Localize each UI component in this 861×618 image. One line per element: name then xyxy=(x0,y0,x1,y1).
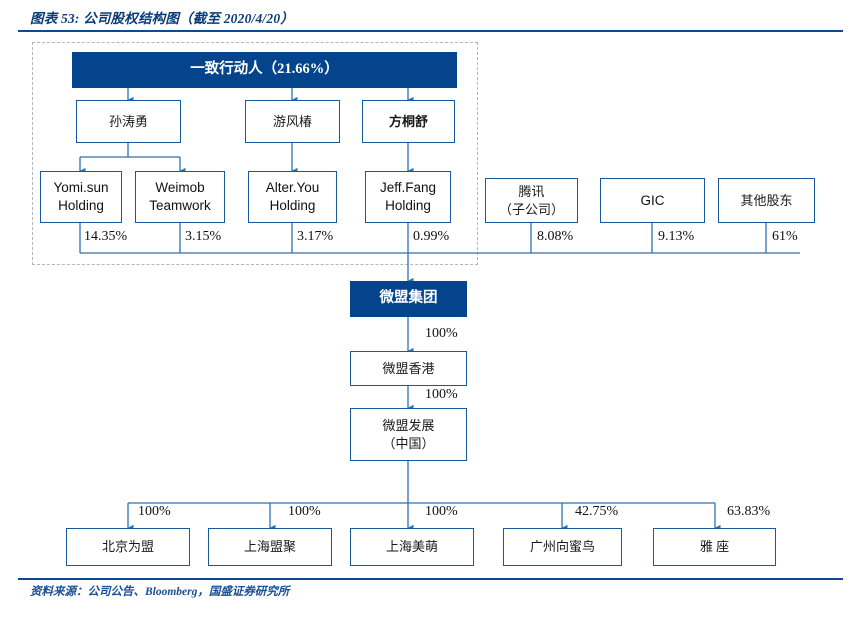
holding-box-jefffang[interactable]: Jeff.Fang Holding xyxy=(365,171,451,223)
subsidiary-name: 广州向蜜鸟 xyxy=(529,539,595,555)
holding-box-weimob-teamwork[interactable]: Weimob Teamwork xyxy=(135,171,225,223)
subsidiary-name: 上海盟聚 xyxy=(243,539,296,555)
shareholder-name-line2: （子公司） xyxy=(498,201,564,217)
holding-name-line2: Holding xyxy=(58,198,104,213)
holding-box-yomisun[interactable]: Yomi.sun Holding xyxy=(40,171,122,223)
source-divider xyxy=(18,578,843,580)
subsidiary-box-shanghai-mengju[interactable]: 上海盟聚 xyxy=(208,528,332,566)
person-name: 方桐舒 xyxy=(388,113,428,129)
pct-alteryou: 3.17% xyxy=(297,229,334,244)
holding-name-line2: Teamwork xyxy=(149,198,211,213)
holding-name-line2: Holding xyxy=(385,198,431,213)
entity-name: 微盟香港 xyxy=(382,360,435,376)
person-box-you[interactable]: 游风椿 xyxy=(245,100,340,143)
shareholder-name-line1: 腾讯 xyxy=(518,184,545,200)
shareholder-box-tencent[interactable]: 腾讯 （子公司） xyxy=(485,178,578,223)
entity-box-weimob-hk[interactable]: 微盟香港 xyxy=(350,351,467,386)
person-box-sun[interactable]: 孙涛勇 xyxy=(76,100,181,143)
subsidiary-name: 雅 座 xyxy=(699,539,730,555)
concert-party-group-boundary xyxy=(32,42,478,265)
pct-weimob-group-to-hk: 100% xyxy=(425,326,458,341)
figure-title: 图表 53: 公司股权结构图（截至 2020/4/20） xyxy=(30,11,294,26)
pct-weimob-hk-to-cn: 100% xyxy=(425,387,458,402)
concert-party-label: 一致行动人（21.66%） xyxy=(190,61,339,78)
subsidiary-box-guangzhou-xiangmieniao[interactable]: 广州向蜜鸟 xyxy=(503,528,622,566)
entity-box-weimob-group[interactable]: 微盟集团 xyxy=(350,281,467,317)
subsidiary-name: 北京为盟 xyxy=(101,539,154,555)
holding-name-line1: Weimob xyxy=(155,180,205,196)
holding-name-line1: Jeff.Fang xyxy=(379,180,437,196)
person-box-fang[interactable]: 方桐舒 xyxy=(362,100,455,143)
shareholder-name-line1: GIC xyxy=(640,192,665,208)
pct-guangzhou-xiangmieniao: 42.75% xyxy=(575,504,619,519)
person-name: 游风椿 xyxy=(272,113,312,129)
pct-gic: 9.13% xyxy=(658,229,695,244)
person-name: 孙涛勇 xyxy=(108,113,148,129)
pct-weimob-teamwork: 3.15% xyxy=(185,229,222,244)
holding-name-line2: Holding xyxy=(269,198,316,213)
shareholder-box-others[interactable]: 其他股东 xyxy=(718,178,815,223)
pct-tencent: 8.08% xyxy=(537,229,574,244)
shareholder-name-line1: 其他股东 xyxy=(740,192,793,208)
entity-name-sub: （中国） xyxy=(382,435,435,451)
pct-others: 61% xyxy=(772,229,798,244)
pct-beijing-weimeng: 100% xyxy=(138,504,171,519)
pct-shanghai-mengju: 100% xyxy=(288,504,321,519)
subsidiary-box-beijing-weimeng[interactable]: 北京为盟 xyxy=(66,528,190,566)
pct-jefffang: 0.99% xyxy=(413,229,450,244)
entity-box-weimob-development-china[interactable]: 微盟发展 （中国） xyxy=(350,408,467,461)
subsidiary-box-yazuo[interactable]: 雅 座 xyxy=(653,528,776,566)
entity-name: 微盟集团 xyxy=(379,290,438,307)
concert-party-box[interactable]: 一致行动人（21.66%） xyxy=(72,52,457,88)
title-divider xyxy=(18,30,843,32)
holding-name-line1: Yomi.sun xyxy=(53,180,109,196)
pct-yomisun: 14.35% xyxy=(84,229,128,244)
holding-box-alteryou[interactable]: Alter.You Holding xyxy=(248,171,337,223)
pct-yazuo: 63.83% xyxy=(727,504,771,519)
entity-name: 微盟发展 xyxy=(382,418,435,434)
figure-source: 资料来源：公司公告、Bloomberg，国盛证券研究所 xyxy=(30,586,290,598)
pct-shanghai-meimeng: 100% xyxy=(425,504,458,519)
shareholder-box-gic[interactable]: GIC xyxy=(600,178,705,223)
holding-name-line1: Alter.You xyxy=(265,180,320,196)
subsidiary-box-shanghai-meimeng[interactable]: 上海美萌 xyxy=(350,528,474,566)
subsidiary-name: 上海美萌 xyxy=(385,539,438,555)
